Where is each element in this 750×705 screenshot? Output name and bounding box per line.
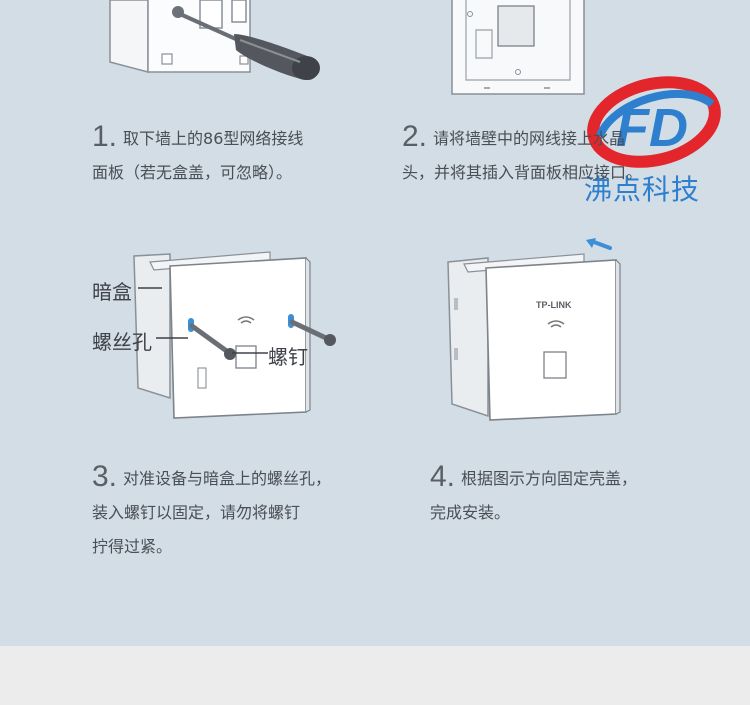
illustration-back-plate — [451, 0, 585, 95]
step-3: 3.对准设备与暗盒上的螺丝孔， 装入螺钉以固定，请勿将螺钉 拧得过紧。 — [92, 460, 331, 564]
step-4: 4.根据图示方向固定壳盖， 完成安装。 — [430, 460, 637, 530]
arrow-icon — [586, 238, 596, 248]
footer-band — [0, 646, 750, 705]
step-1-line-1: 1.取下墙上的86型网络接线 — [92, 120, 304, 153]
step-3-line-3: 拧得过紧。 — [92, 537, 173, 556]
step-4-line-1: 4.根据图示方向固定壳盖， — [430, 460, 638, 493]
illustration-close-cover: TP-LINK — [447, 238, 621, 421]
company-logo-text: 沸点科技 — [584, 173, 701, 206]
step-4-number: 4. — [430, 460, 456, 493]
label-junction-box: 暗盒 — [92, 280, 132, 304]
step-2-number: 2. — [402, 120, 428, 153]
illustration-remove-plate — [109, 0, 320, 80]
step-3-line-1: 3.对准设备与暗盒上的螺丝孔， — [92, 460, 332, 493]
step-1-line-2: 面板（若无盒盖，可忽略）。 — [92, 163, 293, 182]
device-brand-text: TP-LINK — [536, 300, 572, 310]
step-1-number: 1. — [92, 120, 118, 153]
step-3-line-2: 装入螺钉以固定，请勿将螺钉 — [92, 503, 301, 522]
step-4-line-2: 完成安装。 — [430, 503, 511, 522]
leader-screw-hole — [156, 337, 188, 339]
step-3-number: 3. — [92, 460, 118, 493]
company-logo-icon: FD — [587, 76, 721, 168]
step-2-line-1: 2.请将墙壁中的网线接上水晶 — [402, 120, 626, 153]
step-2: 2.请将墙壁中的网线接上水晶 头，并将其插入背面板相应接口。 — [402, 120, 642, 190]
logo-mark-letters: FD — [616, 98, 688, 158]
leader-junction-box — [138, 287, 162, 289]
label-screw: 螺钉 — [268, 345, 308, 369]
step-1: 1.取下墙上的86型网络接线 面板（若无盒盖，可忽略）。 — [92, 120, 303, 190]
leader-screw — [232, 352, 268, 354]
label-screw-hole: 螺丝孔 — [92, 330, 152, 354]
step-2-line-2: 头，并将其插入背面板相应接口。 — [402, 163, 643, 182]
illustration-fix-screws — [133, 251, 336, 419]
